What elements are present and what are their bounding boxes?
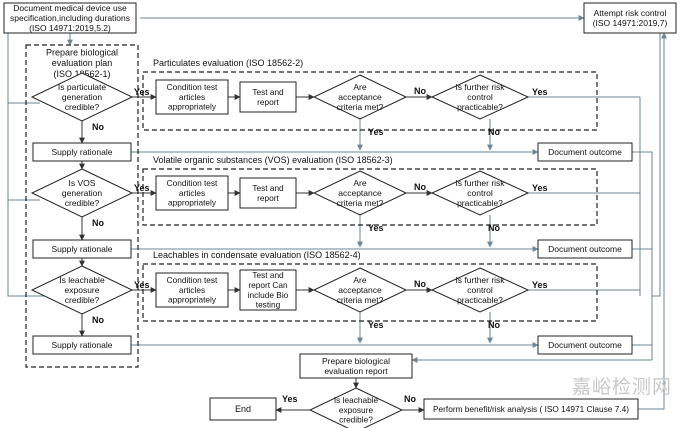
sec1-condition-box <box>155 79 229 115</box>
watermark: 嘉峪检测网 <box>572 376 672 398</box>
sec1-further-yes-label: Yes <box>532 87 548 97</box>
attempt-risk-control-box-text: Attempt risk control(ISO 14971:2019,7) <box>593 8 668 28</box>
sec2-title: Volatile organic substances (VOS) evalua… <box>153 155 393 165</box>
link-left-rail <box>7 18 52 297</box>
sec2-yes-label: Yes <box>134 183 150 193</box>
sec3-no-label: No <box>92 315 104 325</box>
end-box-text: End <box>235 404 251 414</box>
sec1-accept-no-label: No <box>414 86 426 96</box>
sec2-container <box>142 168 598 226</box>
sec2-outcome-box-text: Document outcome <box>548 244 622 254</box>
sec1-further-diamond <box>430 74 530 120</box>
sec2-rationale-box <box>32 239 132 259</box>
sec2-condition-box <box>155 175 229 211</box>
sec1-rationale-box <box>32 142 132 162</box>
sec2-accept-yes-label: Yes <box>368 223 384 233</box>
sec1-rationale-box-text: Supply rationale <box>52 147 113 157</box>
sec3-question <box>30 265 134 315</box>
sec2-accept-no-label: No <box>414 182 426 192</box>
sec1-outcome-box <box>537 142 633 162</box>
sec3-condition-box <box>155 272 229 308</box>
sec2-further-yes-label: Yes <box>532 183 548 193</box>
sec3-further-yes-label: Yes <box>532 280 548 290</box>
end-box <box>209 397 277 421</box>
benefit-risk-box <box>423 398 639 420</box>
final-question-diamond <box>308 387 404 428</box>
sec3-rationale-box <box>32 335 132 355</box>
sec3-further-diamond <box>430 267 530 313</box>
sec3-yes-label: Yes <box>134 280 150 290</box>
sec3-acceptance-diamond <box>312 267 408 313</box>
final-no-label: No <box>404 394 416 404</box>
sec2-test-box <box>239 177 297 209</box>
sec3-container <box>142 263 598 322</box>
sec3-accept-yes-label: Yes <box>368 320 384 330</box>
sec1-no-label: No <box>92 122 104 132</box>
sec2-acceptance-diamond <box>312 170 408 216</box>
sec1-further-no-label: No <box>488 127 500 137</box>
sec1-test-box <box>239 81 297 113</box>
benefit-risk-box-text: Perform benefit/risk analysis ( ISO 1497… <box>433 404 629 414</box>
sec3-further-no-label: No <box>488 320 500 330</box>
sec2-further-diamond <box>430 170 530 216</box>
sec1-acceptance-diamond <box>312 74 408 120</box>
sec1-outcome-out <box>632 151 653 360</box>
link-risk-control-down <box>652 33 661 297</box>
sec3-accept-no-label: No <box>414 279 426 289</box>
sec2-outcome-out <box>632 248 653 360</box>
sec2-further-no-label: No <box>488 223 500 233</box>
sec2-question <box>30 168 134 218</box>
sec1-title: Particulates evaluation (ISO 18562-2) <box>153 58 303 68</box>
evaluation-report-box <box>299 353 413 379</box>
sec2-rationale-box-text: Supply rationale <box>52 244 113 254</box>
sec1-container <box>142 71 598 131</box>
sec3-outcome-out <box>632 344 653 360</box>
sec3-rationale-box-text: Supply rationale <box>52 340 113 350</box>
link-benefit-to-risk <box>638 32 667 410</box>
sec2-outcome-box <box>537 239 633 259</box>
sec1-question <box>30 72 134 122</box>
device-use-spec-box <box>3 2 137 34</box>
plan-column <box>25 44 139 368</box>
attempt-risk-control-box <box>583 2 677 34</box>
sec3-test-box <box>239 269 297 311</box>
final-yes-label: Yes <box>282 394 298 404</box>
sec3-outcome-box-text: Document outcome <box>548 340 622 350</box>
sec3-outcome-box <box>537 335 633 355</box>
sec2-no-label: No <box>92 218 104 228</box>
sec1-yes-label: Yes <box>134 87 150 97</box>
sec1-outcome-box-text: Document outcome <box>548 147 622 157</box>
sec1-accept-yes-label: Yes <box>368 127 384 137</box>
sec3-title: Leachables in condensate evaluation (ISO… <box>153 250 361 260</box>
